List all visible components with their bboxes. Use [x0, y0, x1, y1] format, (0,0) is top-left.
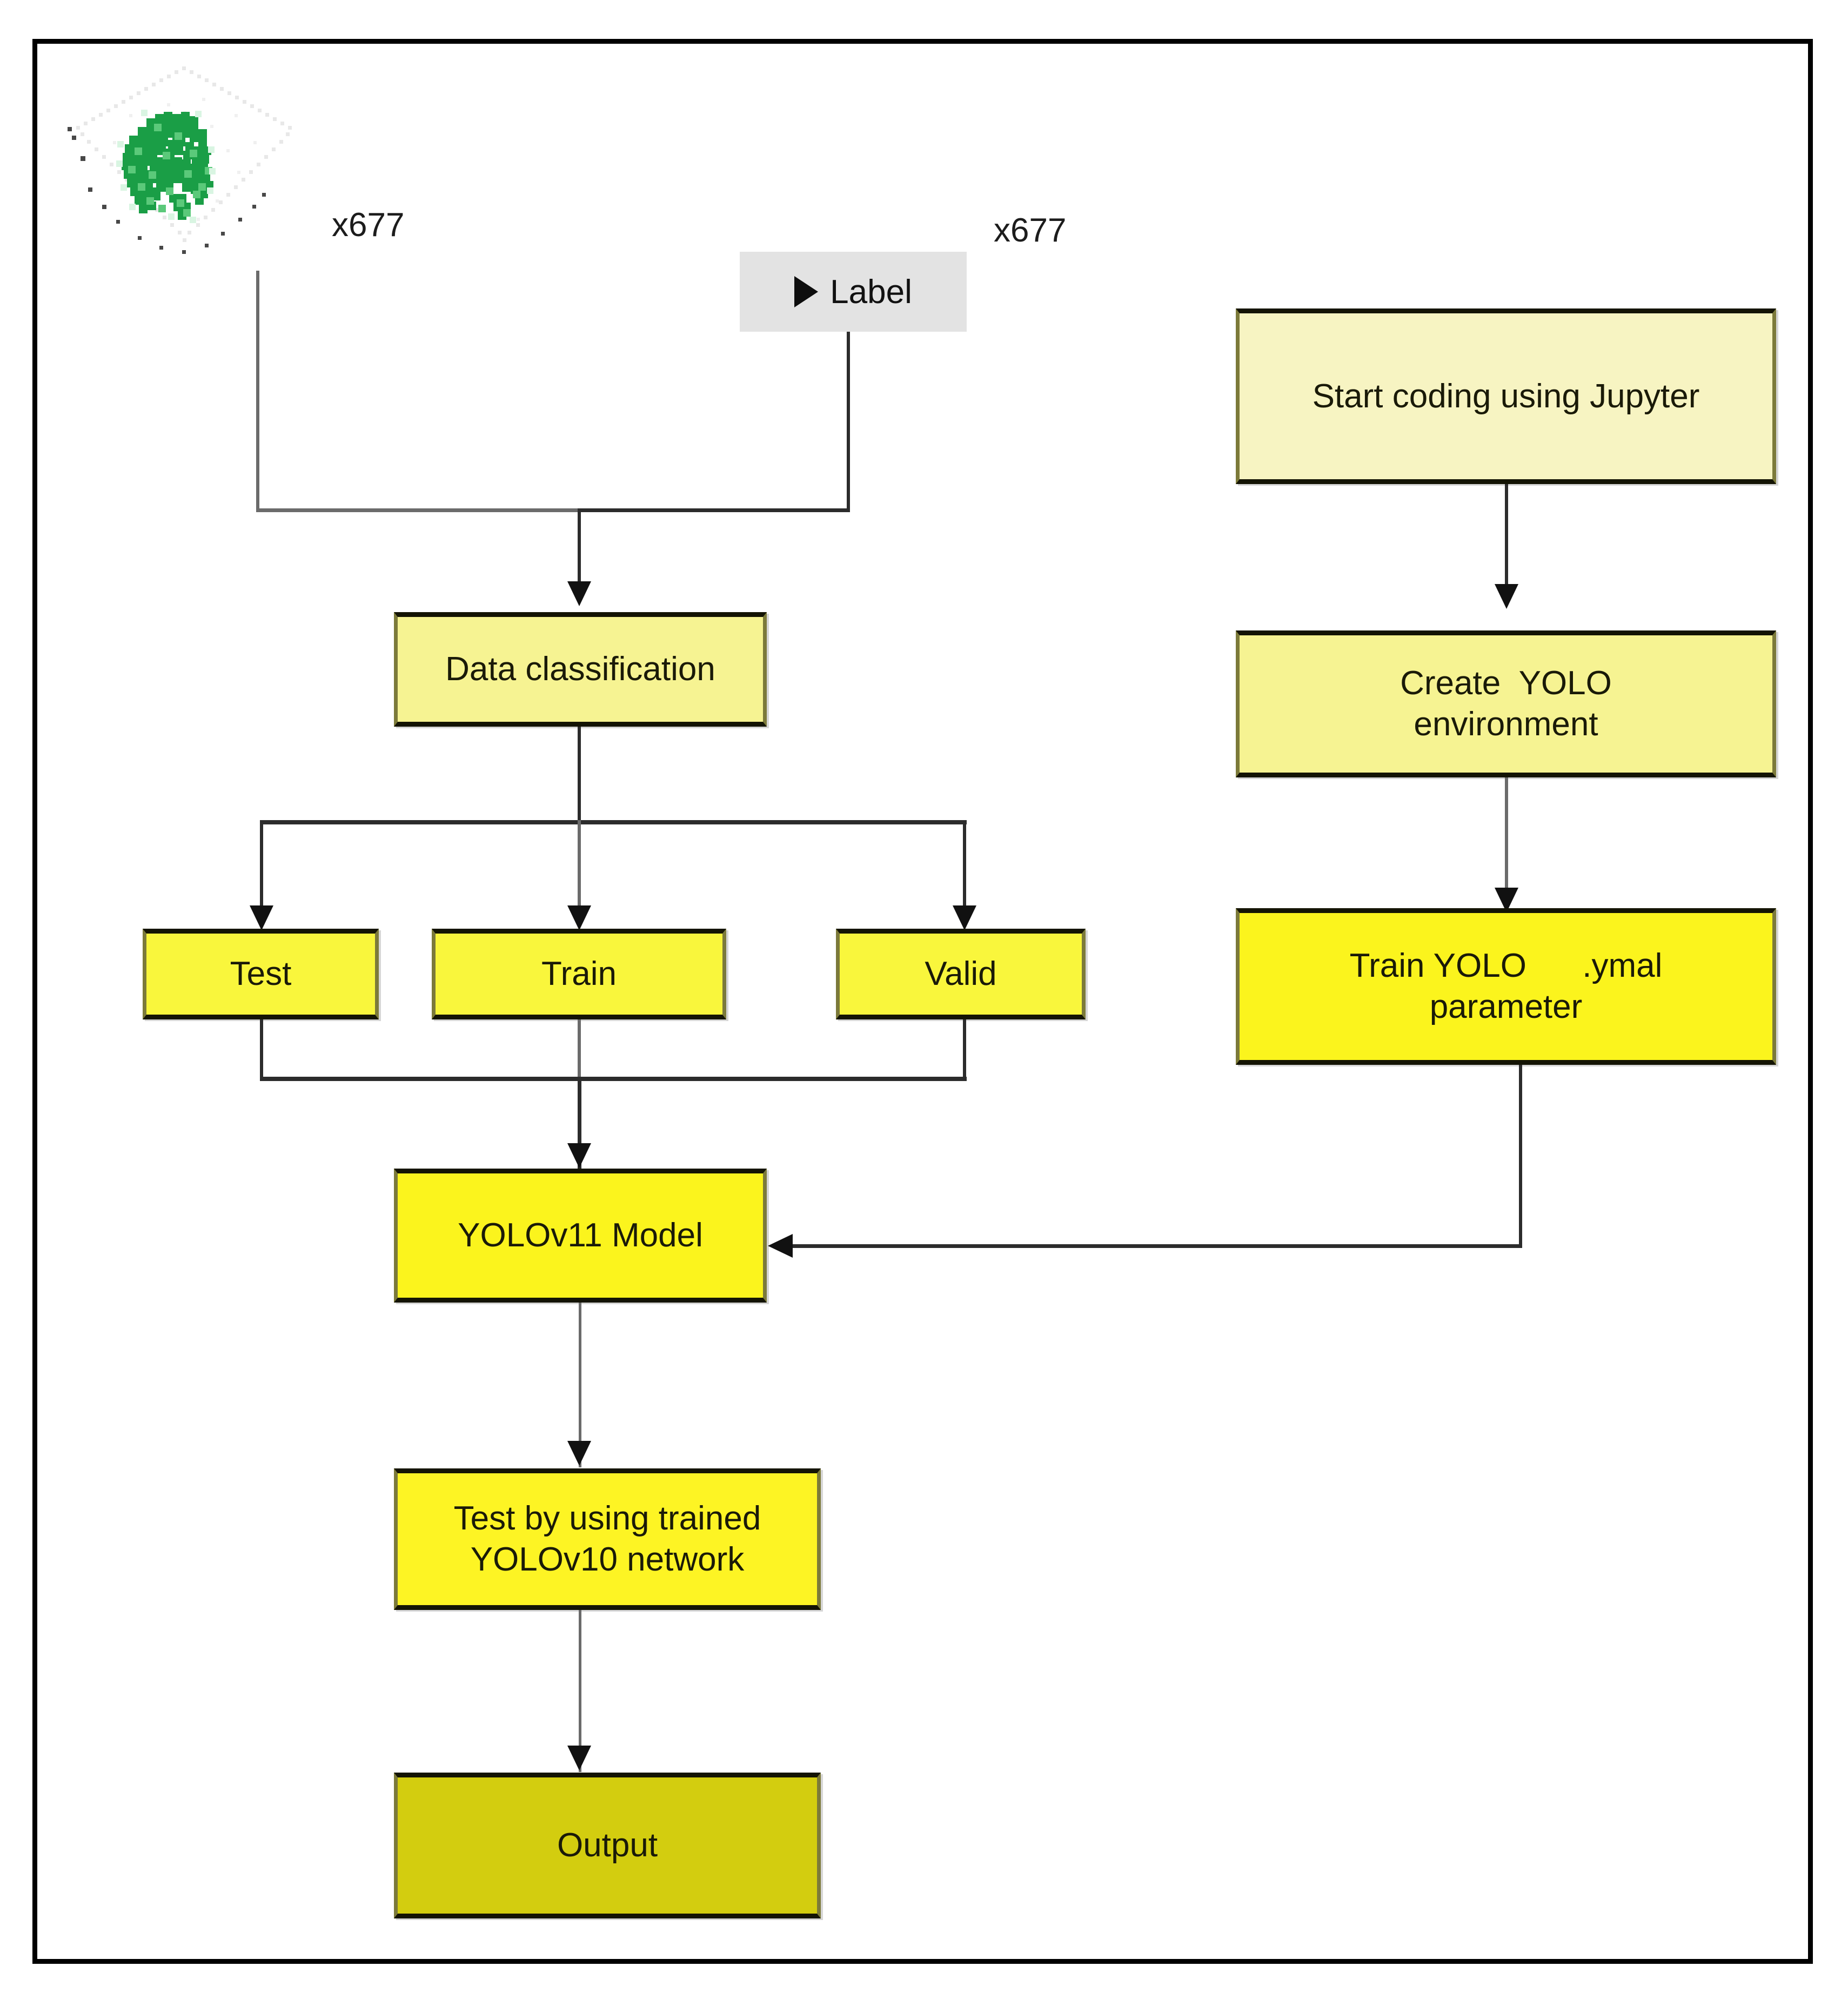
plant-point-cloud-icon: [48, 60, 324, 260]
label-chip[interactable]: Label: [740, 252, 967, 332]
node-output[interactable]: Output: [394, 1773, 821, 1918]
edge-test-down: [260, 1019, 263, 1080]
label-count-label: x677: [994, 212, 1067, 249]
arrow-to-valid: [953, 905, 976, 930]
node-output-label: Output: [557, 1827, 658, 1864]
arrow-to-yolov11-model-from-right: [768, 1234, 793, 1258]
edge-merge-bar: [260, 1077, 967, 1081]
node-create-env-label: Create YOLO environment: [1400, 665, 1612, 743]
node-yolov11-model[interactable]: YOLOv11 Model: [394, 1169, 767, 1303]
edge-valid-down: [963, 1019, 966, 1080]
edge-model-to-test-trained: [579, 1303, 581, 1467]
node-start-coding-label: Start coding using Jupyter: [1312, 377, 1700, 415]
node-start-coding[interactable]: Start coding using Jupyter: [1236, 308, 1776, 484]
edge-yaml-left: [793, 1244, 1522, 1248]
edge-test-trained-to-output: [579, 1610, 581, 1772]
arrow-to-train: [567, 905, 591, 930]
edge-image-vertical: [256, 271, 259, 512]
edge-to-data-classification: [578, 508, 581, 584]
edge-create-env-to-train-yaml: [1505, 777, 1508, 912]
edge-merge-horizontal-right: [578, 508, 850, 512]
edge-train-down: [578, 1019, 581, 1080]
node-create-env[interactable]: Create YOLO environment: [1236, 630, 1776, 777]
edge-yaml-down: [1519, 1065, 1522, 1247]
node-test-label: Test: [230, 955, 292, 993]
node-data-classification-label: Data classification: [445, 650, 715, 688]
node-test-trained-label: Test by using trained YOLOv10 network: [453, 1500, 761, 1578]
edge-merge-horizontal-left: [256, 508, 580, 512]
node-train-yolo-yaml[interactable]: Train YOLO .ymal parameter: [1236, 908, 1776, 1065]
edge-split-to-valid: [963, 820, 966, 909]
node-test-trained[interactable]: Test by using trained YOLOv10 network: [394, 1468, 821, 1610]
arrow-to-data-classification: [567, 581, 591, 606]
node-valid[interactable]: Valid: [836, 929, 1086, 1019]
edge-split-to-train: [578, 820, 581, 909]
node-data-classification[interactable]: Data classification: [394, 612, 767, 727]
arrow-to-test: [250, 905, 273, 930]
node-valid-label: Valid: [925, 955, 997, 993]
node-train[interactable]: Train: [432, 929, 726, 1019]
edge-label-vertical: [847, 332, 850, 512]
edge-split-to-test: [260, 820, 263, 909]
arrow-to-output: [567, 1746, 591, 1770]
arrow-to-create-env: [1495, 584, 1518, 609]
node-train-label: Train: [541, 955, 617, 993]
node-test[interactable]: Test: [143, 929, 379, 1019]
image-count-label: x677: [332, 206, 405, 244]
play-triangle-icon: [794, 276, 819, 307]
edge-merge-to-model: [578, 1077, 581, 1170]
arrow-to-test-trained: [567, 1441, 591, 1466]
label-chip-text: Label: [830, 273, 912, 311]
arrow-to-yolov11-model: [567, 1143, 591, 1168]
edge-split-stem: [578, 727, 581, 824]
figure-frame: x677 Label x677 Data classification Test: [32, 39, 1813, 1964]
edge-start-to-create-env: [1505, 484, 1508, 606]
edge-split-bar: [260, 820, 967, 824]
node-train-yolo-yaml-label: Train YOLO .ymal parameter: [1349, 947, 1663, 1025]
node-yolov11-model-label: YOLOv11 Model: [458, 1217, 703, 1254]
